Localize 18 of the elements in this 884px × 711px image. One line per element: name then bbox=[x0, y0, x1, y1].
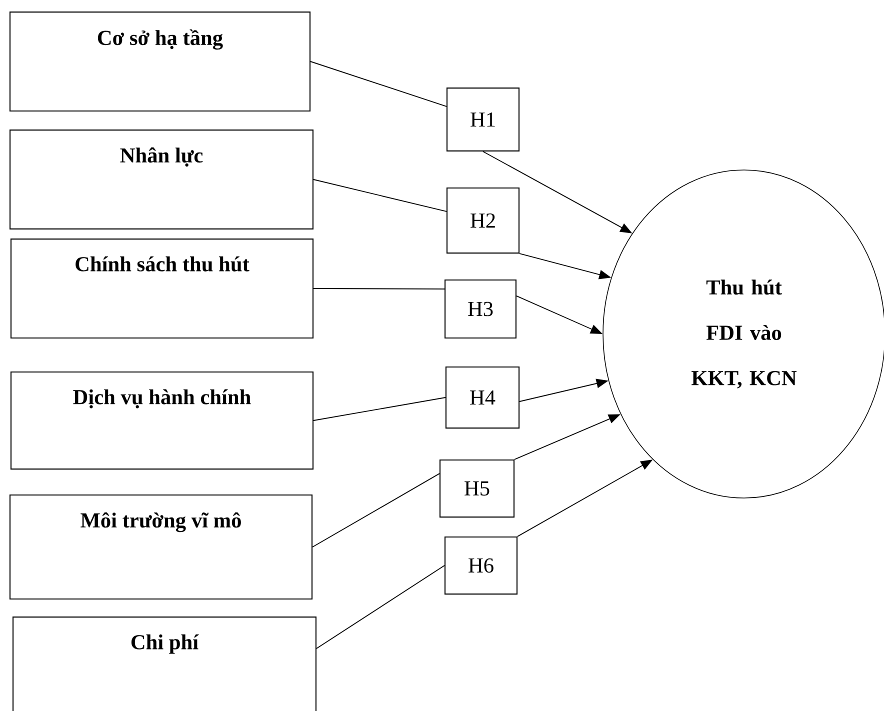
factor-box: Chính sách thu hút bbox=[10, 238, 314, 338]
factor-box: Nhân lực bbox=[10, 130, 314, 230]
factor-box: Môi trường vĩ mô bbox=[9, 494, 313, 600]
connector-line bbox=[310, 61, 447, 107]
hypothesis-box: H6 bbox=[444, 536, 518, 595]
connector-line bbox=[313, 179, 447, 212]
connector-line bbox=[313, 288, 445, 290]
hypothesis-box: H5 bbox=[439, 459, 515, 518]
hypothesis-box: H2 bbox=[446, 187, 520, 254]
connector-line bbox=[312, 473, 440, 548]
hypothesis-box: H4 bbox=[445, 366, 520, 429]
factor-box: Cơ sở hạ tầng bbox=[9, 12, 311, 112]
hypothesis-box: H3 bbox=[444, 279, 516, 339]
hypothesis-box: H1 bbox=[446, 88, 520, 152]
factor-box: Dịch vụ hành chính bbox=[10, 371, 314, 470]
factor-box: Chi phí bbox=[12, 616, 316, 711]
connector-line bbox=[316, 565, 445, 649]
connector-line bbox=[313, 397, 446, 421]
